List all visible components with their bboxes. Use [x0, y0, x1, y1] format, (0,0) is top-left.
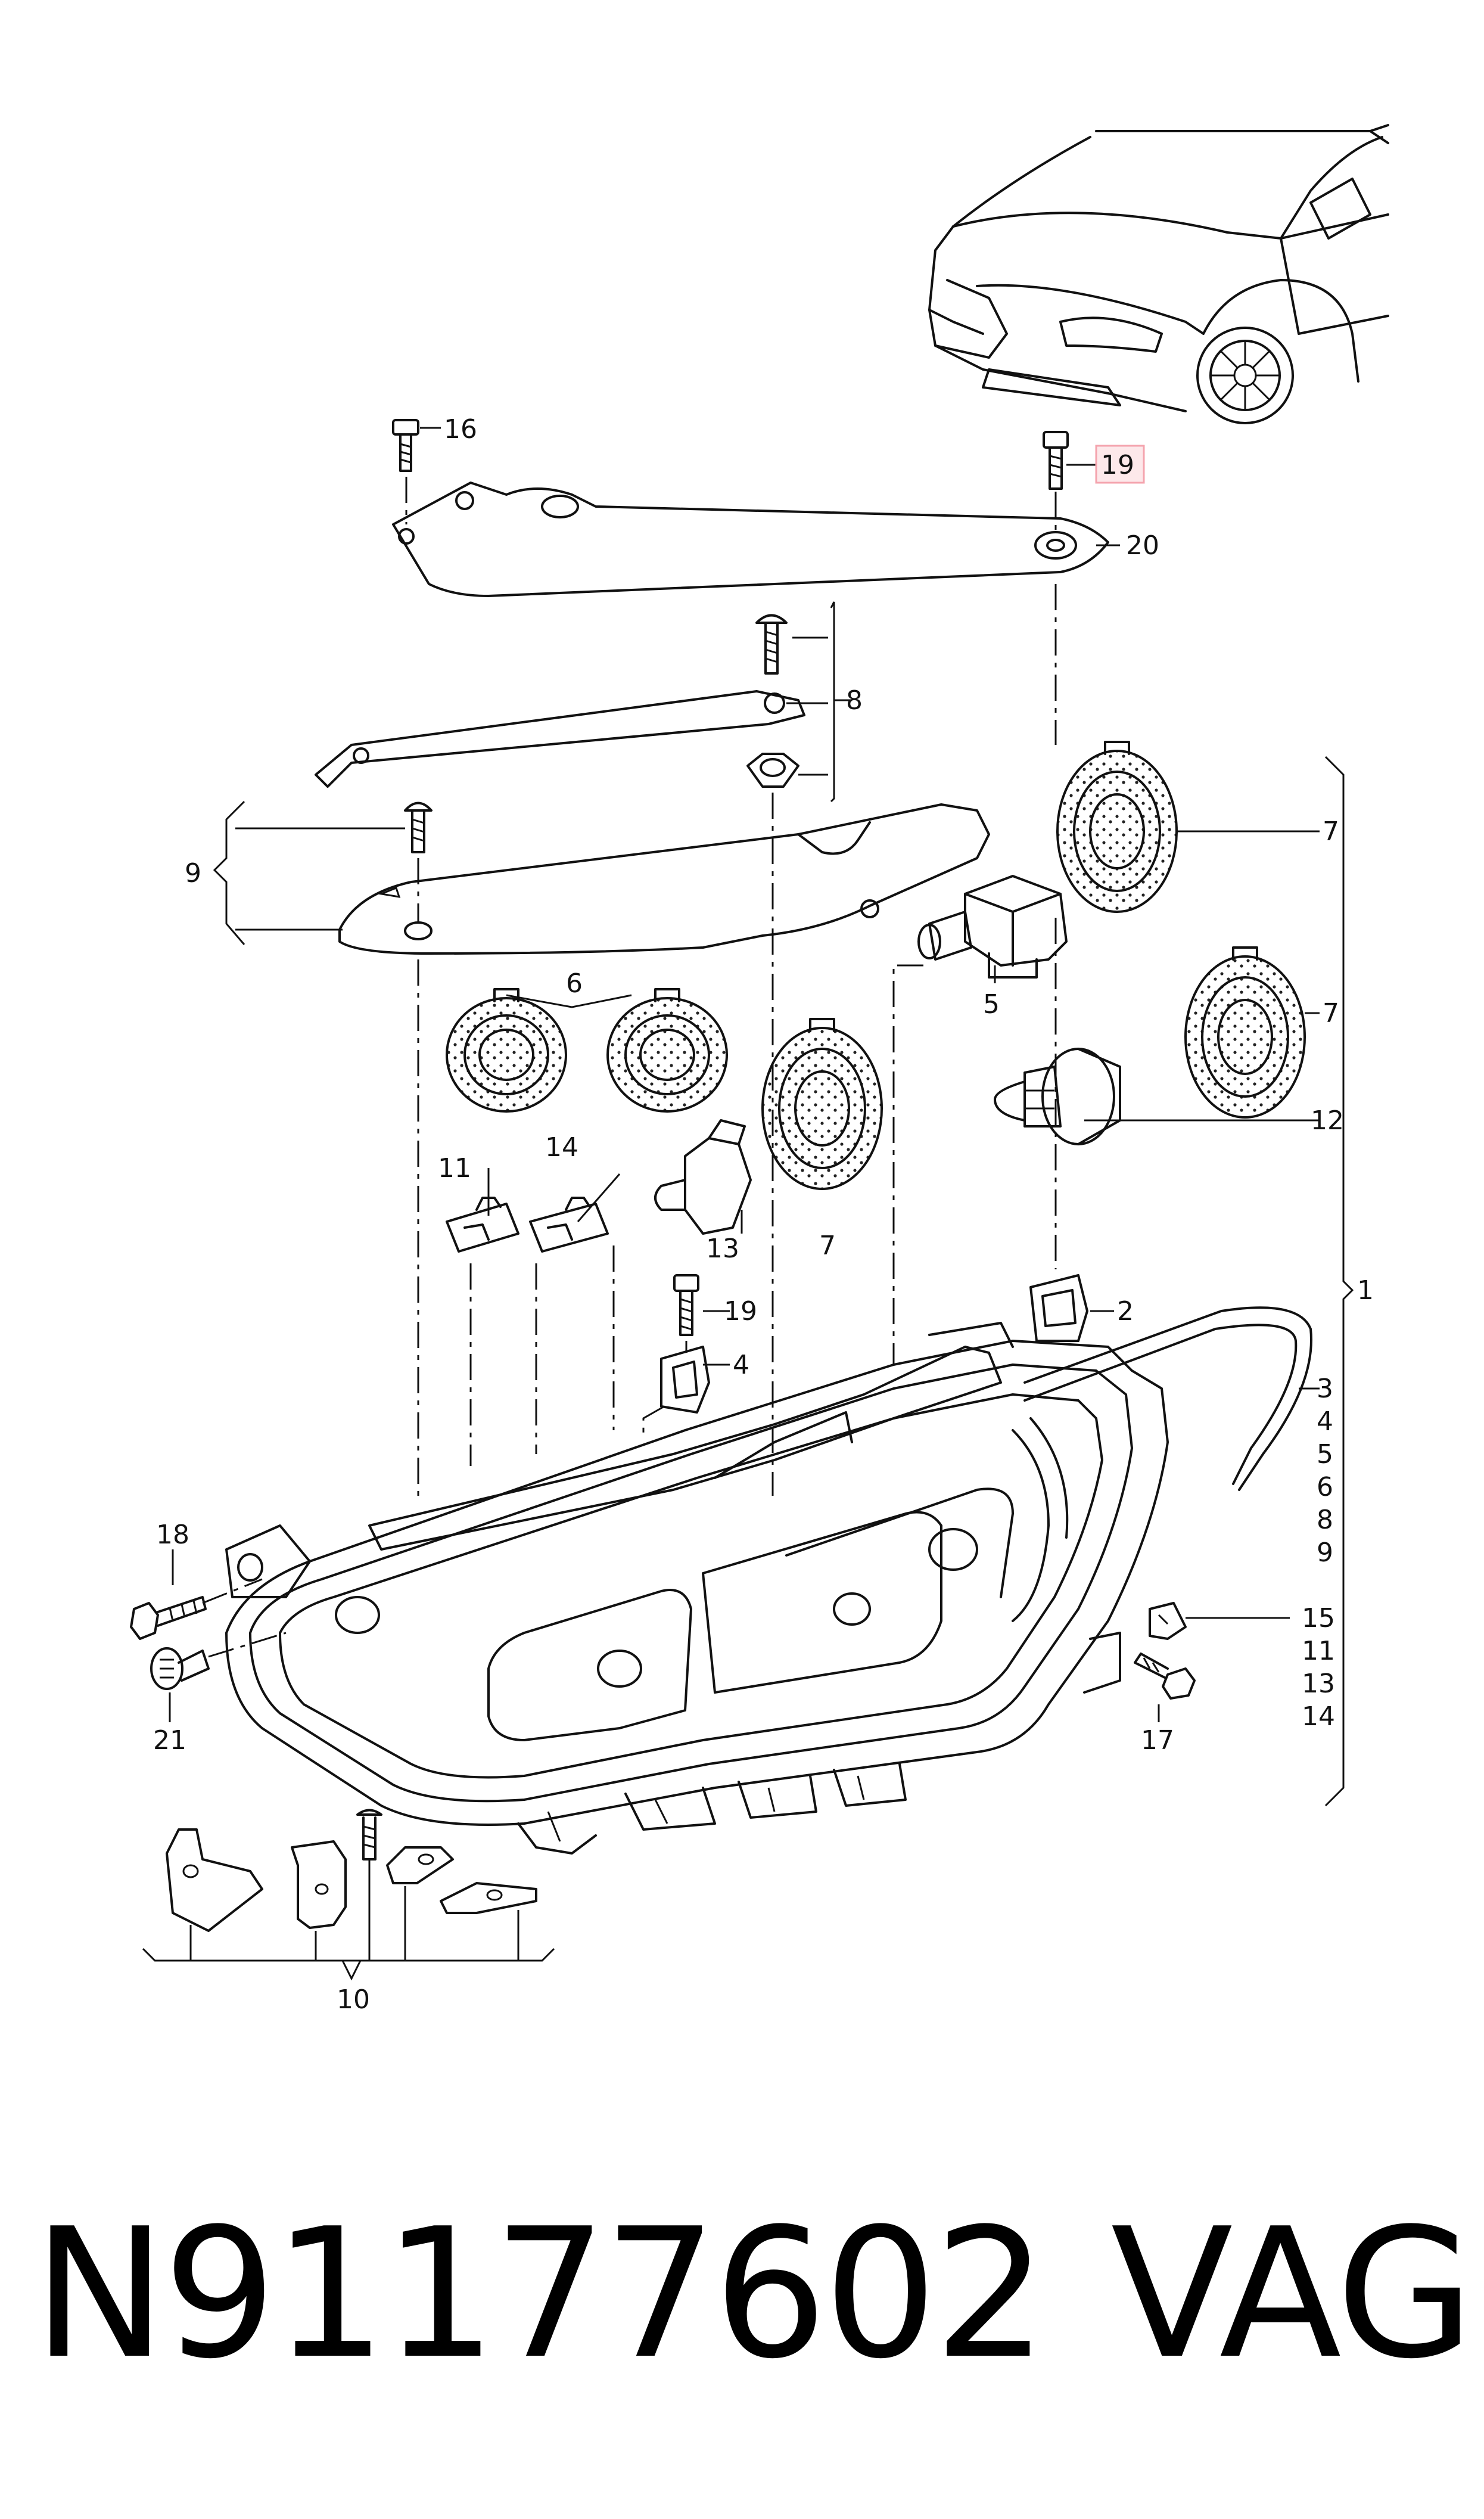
bolt-16 — [392, 419, 419, 524]
callout-7-lower: 7 — [1323, 998, 1339, 1029]
callout-list-5: 5 — [1317, 1439, 1333, 1470]
cap-6-right — [606, 988, 728, 1113]
callout-list-11: 11 — [1302, 1636, 1335, 1666]
nut-8 — [746, 753, 799, 788]
cap-7-center — [761, 1018, 883, 1190]
callout-18: 18 — [156, 1520, 189, 1550]
bulb-13 — [654, 1119, 752, 1235]
clip-2 — [1029, 1274, 1088, 1342]
callout-7-upper: 7 — [1323, 816, 1339, 847]
callout-21: 21 — [153, 1725, 186, 1756]
callout-1: 1 — [1357, 1275, 1374, 1306]
vehicle-location-thumbnail — [928, 124, 1389, 424]
cable-3 — [1023, 1306, 1312, 1491]
part-number: N91177602 — [33, 2190, 1047, 2398]
callout-list-9: 9 — [1317, 1538, 1333, 1568]
screw-8 — [755, 614, 788, 675]
footer: N91177602 VAG — [0, 2169, 1484, 2419]
callout-list-4: 4 — [1317, 1406, 1333, 1437]
callout-19-middle: 19 — [724, 1296, 757, 1327]
callout-7-center: 7 — [819, 1231, 836, 1261]
clip-15 — [1149, 1602, 1187, 1640]
callout-19-top: 19 — [1101, 450, 1134, 480]
actuator-5 — [917, 875, 1068, 979]
callout-9: 9 — [185, 858, 201, 889]
cap-7-lower — [1184, 946, 1306, 1119]
cover-panel — [338, 803, 990, 955]
callout-list-6: 6 — [1317, 1472, 1333, 1502]
upper-bracket — [392, 482, 1109, 597]
callout-list-8: 8 — [1317, 1505, 1333, 1535]
callout-15: 15 — [1302, 1603, 1335, 1633]
callout-8: 8 — [846, 685, 863, 716]
callout-10: 10 — [337, 1984, 370, 2015]
callout-17: 17 — [1141, 1725, 1174, 1756]
callout-4: 4 — [733, 1350, 749, 1380]
bulb-11 — [446, 1197, 519, 1253]
mounting-bracket-set — [142, 1809, 555, 1981]
screw-9 — [404, 802, 433, 924]
headlight-housing — [225, 1322, 1169, 1855]
callout-6: 6 — [566, 968, 583, 999]
bolt-17 — [1134, 1653, 1196, 1700]
callout-labels: 16 19 20 8 9 7 6 5 7 12 11 14 13 7 1 19 … — [153, 414, 1374, 2015]
callout-16: 16 — [444, 414, 477, 445]
callout-list-14: 14 — [1302, 1701, 1335, 1732]
bolt-19-middle — [673, 1274, 699, 1336]
clip-21 — [150, 1647, 210, 1690]
callout-3: 3 — [1317, 1374, 1333, 1404]
bolt-18 — [130, 1596, 207, 1640]
bolt-19-top — [1043, 431, 1096, 533]
callout-2: 2 — [1117, 1296, 1134, 1327]
callout-11: 11 — [438, 1153, 471, 1184]
bulb-14 — [529, 1197, 609, 1253]
callout-14: 14 — [545, 1132, 578, 1163]
callout-12: 12 — [1311, 1105, 1344, 1136]
cap-7-upper — [1056, 741, 1178, 913]
clip-4 — [660, 1346, 710, 1414]
cap-6-left — [446, 988, 567, 1113]
bulb-12 — [994, 1048, 1121, 1145]
callout-list-13: 13 — [1302, 1669, 1335, 1699]
callout-13: 13 — [706, 1234, 739, 1264]
callout-20: 20 — [1126, 530, 1159, 561]
callout-5: 5 — [983, 989, 1000, 1020]
assembly-centerlines — [202, 584, 1057, 1658]
highlight-box — [1095, 445, 1145, 484]
leader-lines — [169, 427, 1354, 1807]
brand-label: VAG — [1110, 2190, 1474, 2398]
trim-strip — [315, 690, 805, 788]
